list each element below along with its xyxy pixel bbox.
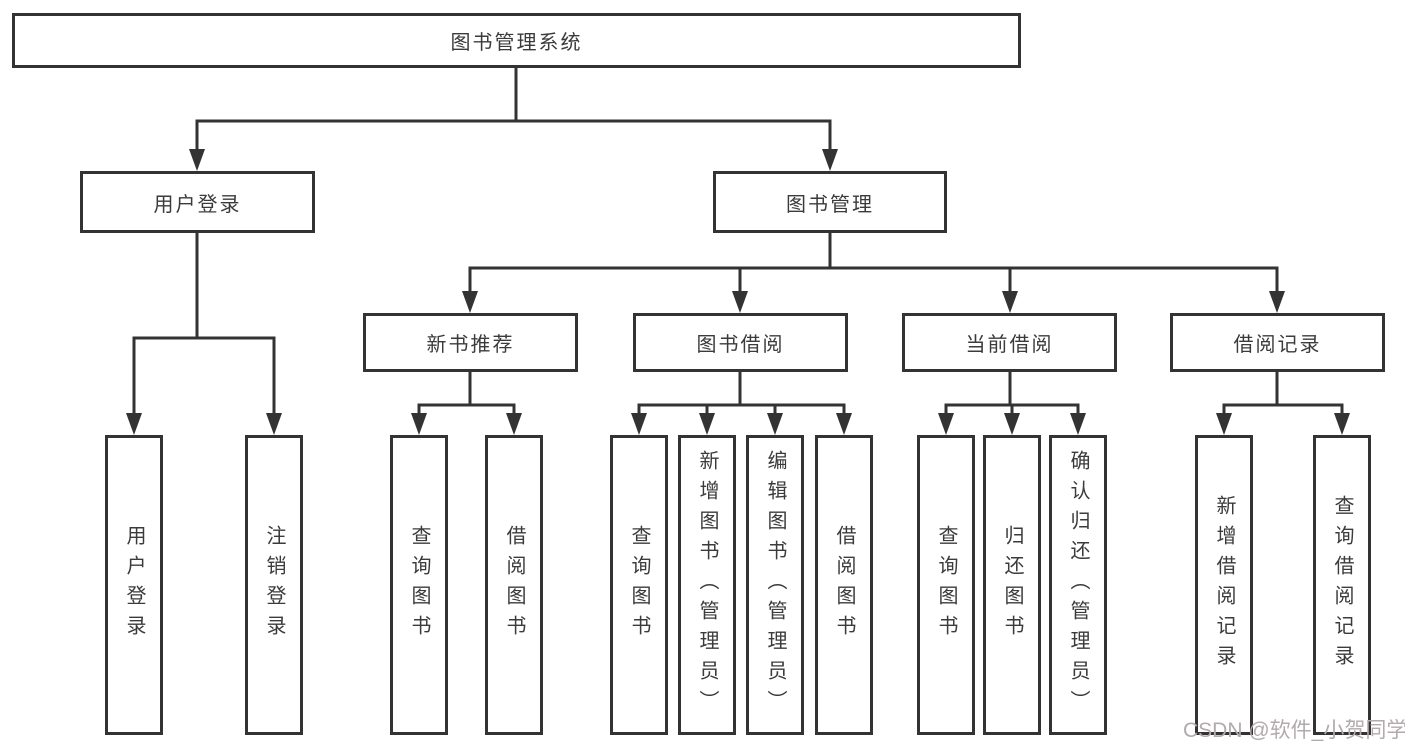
leaf-label: 借阅图书	[833, 525, 855, 645]
node-label: 图书管理	[786, 193, 874, 216]
leaf-label: 借阅图书	[503, 525, 525, 645]
leaf-label: 查询图书	[935, 525, 957, 645]
leaf-query-books-recommend: 查询图书	[390, 435, 448, 735]
leaf-borrow-books-recommend: 借阅图书	[485, 435, 543, 735]
leaf-logout: 注销登录	[245, 435, 303, 735]
node-label: 用户登录	[153, 193, 242, 216]
leaf-query-books-borrow: 查询图书	[610, 435, 668, 735]
connector-newbook-to-leaves	[411, 372, 522, 435]
leaf-label: 新增图书（管理员）	[696, 450, 718, 720]
leaf-label: 用户登录	[123, 525, 145, 645]
connector-records-to-leaves	[1216, 372, 1350, 435]
node-label: 借阅记录	[1233, 334, 1322, 356]
node-label: 图书管理系统	[450, 32, 583, 54]
node-new-book-recommend: 新书推荐	[363, 313, 578, 372]
leaf-label: 查询图书	[408, 525, 430, 645]
connector-current-to-leaves	[938, 372, 1086, 435]
leaf-return-books: 归还图书	[983, 435, 1041, 735]
node-label: 新书推荐	[426, 334, 515, 356]
leaf-add-books-admin: 新增图书（管理员）	[678, 435, 736, 735]
leaf-user-login: 用户登录	[105, 435, 163, 735]
leaf-query-books-current: 查询图书	[917, 435, 975, 735]
node-label: 当前借阅	[965, 334, 1054, 356]
node-root-system: 图书管理系统	[12, 13, 1021, 68]
leaf-label: 注销登录	[263, 525, 285, 645]
node-book-borrow: 图书借阅	[633, 313, 848, 372]
node-book-management: 图书管理	[713, 171, 947, 233]
leaf-confirm-return-admin: 确认归还（管理员）	[1049, 435, 1107, 735]
leaf-label: 查询图书	[628, 525, 650, 645]
connector-root-to-level2	[189, 68, 838, 171]
connector-borrow-to-leaves	[631, 372, 852, 435]
node-borrow-records: 借阅记录	[1170, 313, 1385, 372]
leaf-label: 确认归还（管理员）	[1067, 450, 1089, 720]
leaf-label: 新增借阅记录	[1213, 495, 1235, 675]
leaf-label: 归还图书	[1001, 525, 1023, 645]
node-current-borrow: 当前借阅	[902, 313, 1117, 372]
leaf-edit-books-admin: 编辑图书（管理员）	[746, 435, 804, 735]
leaf-add-borrow-record: 新增借阅记录	[1195, 435, 1253, 735]
connector-manage-to-groups	[462, 233, 1285, 313]
connector-login-to-leaves	[126, 233, 282, 435]
node-label: 图书借阅	[696, 334, 785, 356]
leaf-label: 编辑图书（管理员）	[764, 450, 786, 720]
leaf-query-borrow-record: 查询借阅记录	[1313, 435, 1371, 735]
node-user-login: 用户登录	[80, 171, 315, 233]
leaf-label: 查询借阅记录	[1331, 495, 1353, 675]
watermark: CSDN @软件_小贺同学	[1183, 719, 1405, 742]
leaf-borrow-books: 借阅图书	[815, 435, 873, 735]
